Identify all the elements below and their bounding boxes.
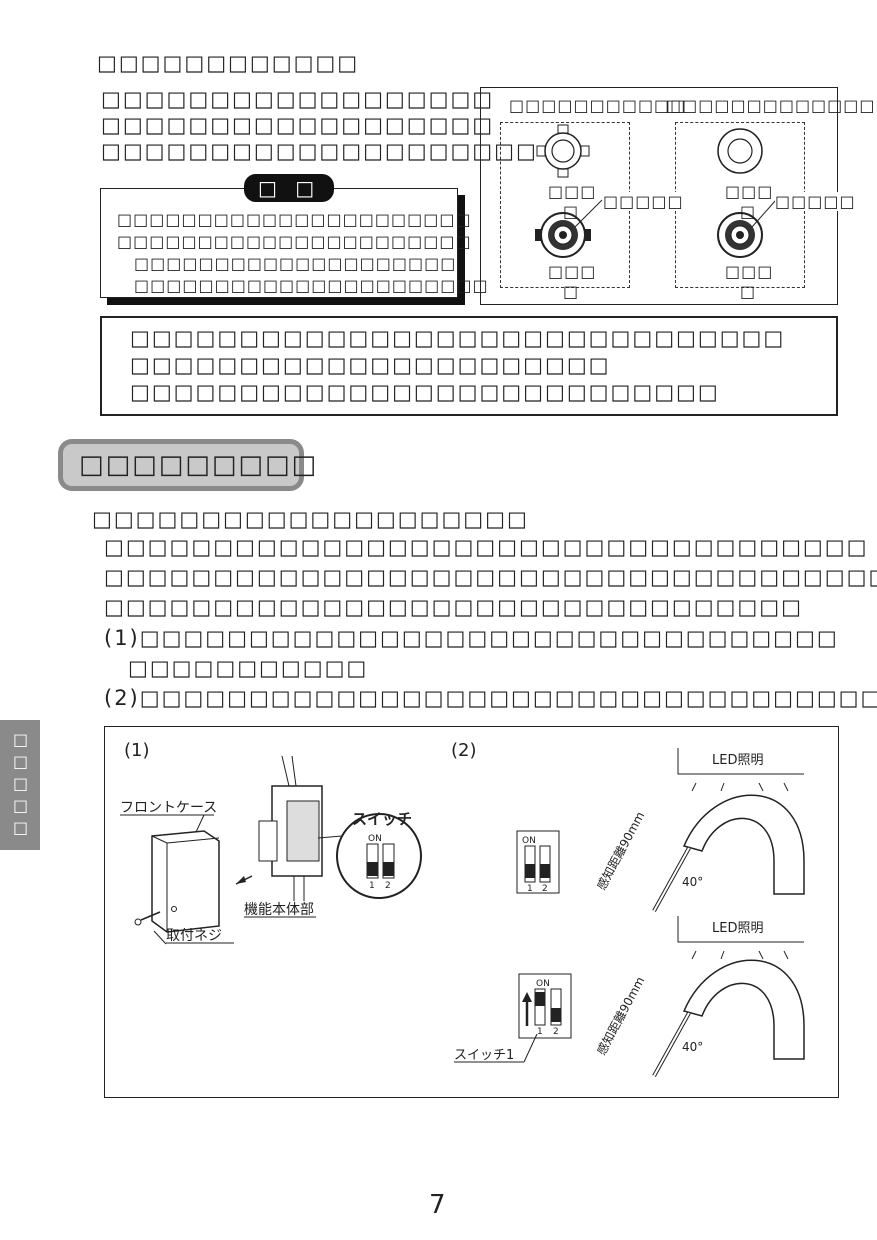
dip-switch-default: ON 1 2: [516, 830, 560, 894]
dip-switch-changed: ON 1 2: [518, 973, 572, 1039]
note-box: [100, 188, 458, 298]
label-b2-bottom-left: □: [563, 282, 580, 301]
front-case-shape: [151, 830, 220, 933]
info-line-2: □□□□□□□□□□□□□□□□□□□□□□: [130, 353, 611, 377]
svg-text:ON: ON: [368, 834, 382, 844]
body-unit-label: 機能本体部: [244, 902, 314, 918]
label-b2-bottom-right: □: [740, 282, 757, 301]
label-a2-top-right: □: [740, 202, 757, 221]
svg-text:ON: ON: [522, 836, 536, 846]
led-rays-bottom: [691, 950, 789, 960]
diagram-label-2: (2): [451, 740, 477, 761]
switch1-label: スイッチ1: [454, 1048, 514, 1063]
angle-label-top: 40°: [682, 875, 703, 889]
figure-left-title: □□□□□□□□□□□: [509, 96, 687, 115]
page-number: 7: [429, 1190, 446, 1220]
mounting-screw: [134, 911, 161, 926]
top-para-3: □□□□□□□□□□□□□□□□□□□□: [101, 139, 538, 163]
diagram-box: [104, 726, 839, 1098]
function-body-unit: [258, 755, 323, 901]
section-body-2: □□□□□□□□□□□□□□□□□□□□□□□□□□□□□□□□□□□□: [104, 565, 877, 589]
side-tab: □□□□□: [0, 720, 40, 850]
svg-text:2: 2: [542, 884, 548, 894]
step-2: (2)□□□□□□□□□□□□□□□□□□□□□□□□□□□□□□□□□□: [104, 686, 877, 710]
label-a-top-right: □□□: [725, 182, 774, 201]
switch-label: スイッチ: [352, 810, 412, 828]
svg-text:1: 1: [527, 884, 533, 894]
led-label-top: LED照明: [712, 753, 763, 768]
faucet-top: [652, 794, 805, 912]
note-line-3: □□□□□□□□□□□□□□□□□□□□: [134, 254, 457, 273]
section-body-1: □□□□□□□□□□□□□□□□□□□□□□□□□□□□□□□□□□□: [104, 535, 869, 559]
note-line-1: □□□□□□□□□□□□□□□□□□□□□□: [117, 210, 472, 229]
parts-drawing: [535, 124, 777, 258]
faucet-bottom: [652, 959, 805, 1077]
screw-label: 取付ネジ: [166, 928, 222, 944]
info-line-3: □□□□□□□□□□□□□□□□□□□□□□□□□□□: [130, 380, 720, 404]
angle-label-bottom: 40°: [682, 1040, 703, 1054]
svg-text:2: 2: [385, 881, 391, 891]
section-title: □□□□□□□□□: [58, 439, 316, 491]
svg-text:2: 2: [553, 1027, 559, 1037]
svg-text:1: 1: [537, 1027, 543, 1037]
label-a-top-left: □□□: [548, 182, 597, 201]
diagram-drawing: (1) (2) フロントケース 取付ネジ 機能本体部 スイッチ: [120, 740, 805, 1077]
section-subheading: □□□□□□□□□□□□□□□□□□□□: [92, 507, 529, 531]
ring-part-right-top: [717, 128, 763, 174]
assembled-left: [535, 212, 591, 258]
distance-label-top: 感知距離90mm: [593, 809, 647, 893]
top-para-2: □□□□□□□□□□□□□□□□□□: [101, 113, 495, 137]
front-case-label: フロントケース: [120, 800, 217, 816]
note-line-2: □□□□□□□□□□□□□□□□□□□□□□: [117, 232, 472, 251]
note-tag: □ □: [244, 174, 335, 202]
info-box: [100, 316, 838, 416]
step-1-continued: □□□□□□□□□□□: [128, 656, 369, 680]
label-b-bottom-left: □□□: [548, 262, 597, 281]
cap-part-left-top: [536, 124, 590, 178]
callout-left: □□□□□: [603, 192, 684, 211]
distance-label-bottom: 感知距離90mm: [593, 974, 647, 1058]
section-body-3: □□□□□□□□□□□□□□□□□□□□□□□□□□□□□□□□: [104, 595, 803, 619]
info-line-1: □□□□□□□□□□□□□□□□□□□□□□□□□□□□□□: [130, 326, 786, 350]
note-line-4: □□□□□□□□□□□□□□□□□□□□□□: [134, 276, 489, 295]
label-a2-top-left: □: [563, 202, 580, 221]
svg-text:1: 1: [369, 881, 375, 891]
top-heading: □□□□□□□□□□□□: [97, 51, 360, 75]
dip-switch-zoom: ON 1 2: [366, 834, 395, 891]
callout-right: □□□□□: [775, 192, 856, 211]
top-para-1: □□□□□□□□□□□□□□□□□□: [101, 87, 495, 111]
step-1: (1)□□□□□□□□□□□□□□□□□□□□□□□□□□□□□□□□: [104, 626, 839, 650]
led-rays-top: [691, 782, 789, 792]
label-b-bottom-right: □□□: [725, 262, 774, 281]
diagram-label-1: (1): [124, 740, 150, 761]
assembled-right: [717, 212, 763, 258]
svg-text:ON: ON: [536, 979, 550, 989]
figure-right-title: □□□□□□□□□□□□□□□: [666, 96, 877, 115]
led-label-bottom: LED照明: [712, 921, 763, 936]
